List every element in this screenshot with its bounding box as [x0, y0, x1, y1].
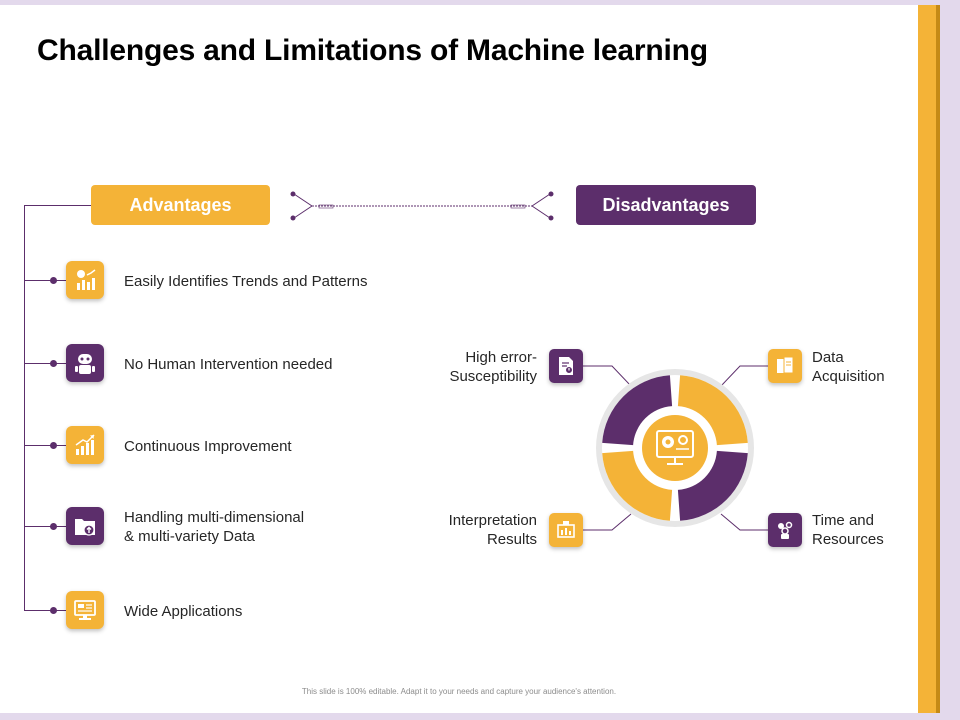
advantage-item: Easily Identifies Trends and Patterns [24, 256, 404, 306]
connector-line [582, 365, 632, 387]
disadvantage-label: Interpretation Results [448, 512, 537, 548]
advantage-label: Wide Applications [124, 602, 243, 620]
ring-segment-bottom-left [602, 450, 673, 521]
connector-line [24, 610, 66, 611]
report-icon [549, 513, 583, 547]
advantage-label: Continuous Improvement [124, 437, 292, 455]
connector-dot [50, 442, 57, 449]
advantage-label: No Human Intervention needed [124, 355, 333, 373]
error-document-icon [549, 349, 583, 383]
ring-segment-bottom-right [677, 450, 748, 521]
advantage-item: No Human Intervention needed [24, 339, 404, 389]
connector-line [24, 280, 66, 281]
connector-dot [50, 360, 57, 367]
advantage-item: Handling multi-dimensional & multi-varie… [24, 502, 404, 552]
connector-line [24, 363, 66, 364]
right-accent-bar-shadow [936, 5, 940, 713]
disadvantages-ring [582, 365, 787, 531]
robot-icon [66, 344, 104, 382]
connector-line [582, 513, 632, 531]
data-files-icon [768, 349, 802, 383]
advantage-item: Wide Applications [24, 586, 404, 636]
connector-dot [50, 607, 57, 614]
connector-line [24, 445, 66, 446]
right-accent-bar [918, 5, 940, 713]
disadvantage-label: Time and Resources [812, 512, 884, 548]
advantage-item: Continuous Improvement [24, 421, 404, 471]
advantage-label: Easily Identifies Trends and Patterns [124, 272, 368, 290]
connector-dot [50, 523, 57, 530]
disadvantages-header: Disadvantages [576, 185, 756, 225]
trend-chart-icon [66, 261, 104, 299]
connector-dot [50, 277, 57, 284]
pill-connector [290, 191, 554, 221]
advantages-header: Advantages [91, 185, 270, 225]
disadvantage-label: Data Acquisition [812, 349, 885, 385]
advantages-tree-line [24, 205, 25, 611]
gears-icon [768, 513, 802, 547]
computer-icon [66, 591, 104, 629]
slide-background [0, 5, 918, 713]
advantages-tree-top-line [24, 205, 91, 206]
disadvantage-label: High error- Susceptibility [449, 349, 537, 385]
advantage-label: Handling multi-dimensional & multi-varie… [124, 509, 305, 545]
ai-brain-monitor-icon [656, 430, 694, 465]
growth-chart-icon [66, 426, 104, 464]
slide-title: Challenges and Limitations of Machine le… [37, 34, 708, 67]
ring-segment-top-left [602, 375, 673, 446]
data-folder-icon [66, 507, 104, 545]
footer-note: This slide is 100% editable. Adapt it to… [301, 687, 617, 696]
ring-segment-top-right [677, 375, 748, 446]
connector-line [24, 526, 66, 527]
